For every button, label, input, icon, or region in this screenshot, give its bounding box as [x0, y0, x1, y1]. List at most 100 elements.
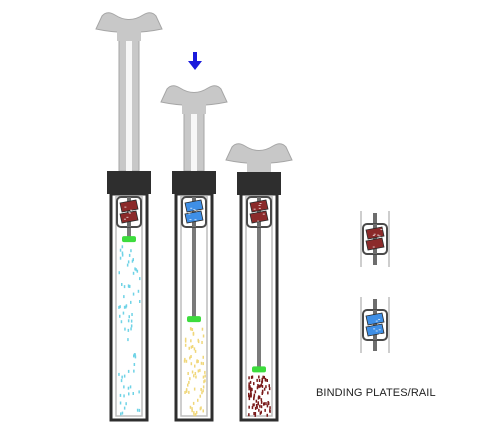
plate-speck [257, 220, 260, 222]
particle [130, 324, 133, 328]
particle [188, 390, 190, 394]
plate-speck [373, 328, 376, 330]
plunger-handle [95, 12, 163, 33]
particle [125, 402, 127, 406]
particle [127, 319, 130, 323]
particle [131, 313, 133, 316]
plunger-handle [160, 85, 228, 106]
particle [248, 405, 250, 409]
syringe-2 [160, 85, 228, 422]
particle [262, 375, 264, 379]
particle [123, 374, 126, 378]
particle [260, 410, 262, 414]
particle [257, 384, 259, 387]
binding-cartridge [116, 196, 142, 228]
particle [253, 397, 255, 401]
plate-speck [193, 209, 196, 211]
particle [192, 401, 195, 405]
particle [260, 400, 263, 404]
particle [194, 372, 197, 375]
particle [199, 394, 201, 398]
particle [118, 372, 120, 376]
particle [266, 379, 268, 382]
particle [250, 375, 253, 379]
legend-caption: BINDING PLATES/RAIL [316, 387, 436, 399]
arrow-head [188, 61, 202, 70]
particle [131, 259, 134, 263]
plate-speck [128, 211, 131, 213]
particle [266, 404, 269, 408]
plate-speck [253, 208, 256, 210]
legend-red-plates [360, 211, 390, 267]
plate-speck [258, 207, 261, 209]
particle [260, 405, 263, 409]
particle [264, 408, 266, 412]
legend-cartridge [362, 223, 388, 255]
handle-neck [117, 29, 141, 41]
particle [261, 390, 264, 394]
particle [254, 390, 257, 394]
particle [259, 411, 262, 415]
plate-speck [189, 219, 192, 221]
particle [133, 353, 136, 357]
syringe-cap [172, 171, 216, 194]
particle [248, 382, 250, 386]
particle [123, 394, 125, 398]
plate-speck [194, 219, 197, 221]
liquid-particles [183, 327, 206, 417]
particle [201, 327, 204, 331]
particle [137, 289, 140, 293]
particle [256, 405, 258, 409]
particle [259, 404, 261, 408]
green-stopper [187, 316, 201, 323]
particle [121, 375, 123, 379]
particle [263, 402, 265, 406]
particle [250, 387, 253, 391]
particle [120, 379, 123, 383]
particle [249, 385, 251, 389]
particle [248, 413, 250, 417]
particle [252, 403, 254, 407]
particle [193, 387, 196, 391]
plate-speck [377, 234, 380, 236]
plate-speck [259, 202, 262, 204]
particle [119, 314, 121, 318]
particle [126, 263, 129, 267]
particle [202, 334, 205, 338]
particle [248, 387, 250, 391]
particle [197, 398, 199, 402]
particle [121, 411, 124, 415]
particle [190, 339, 192, 343]
particle [130, 319, 133, 323]
legend-cartridge [362, 309, 388, 341]
particle [195, 410, 198, 414]
particle [130, 249, 132, 253]
particle [190, 362, 193, 366]
particle [184, 357, 186, 361]
arrow-shaft [193, 52, 197, 62]
plate-speck [258, 204, 261, 206]
plunger-handle [225, 143, 293, 164]
particle [202, 389, 204, 393]
particle [130, 327, 132, 331]
particle [188, 346, 190, 350]
particle [266, 413, 268, 417]
particle [258, 395, 261, 399]
particle [191, 409, 193, 413]
particle [259, 384, 261, 388]
particle [256, 386, 259, 390]
liquid-particles [118, 245, 141, 416]
particle [127, 386, 130, 390]
particle [258, 408, 260, 412]
particle [185, 388, 188, 392]
particle [123, 285, 126, 289]
particle [263, 375, 265, 379]
particle [201, 341, 203, 344]
particle [197, 369, 200, 373]
particle [191, 328, 194, 331]
plate-speck [124, 206, 127, 208]
syringe-cap [237, 172, 281, 195]
plate-speck [130, 209, 133, 211]
particle [189, 377, 191, 381]
